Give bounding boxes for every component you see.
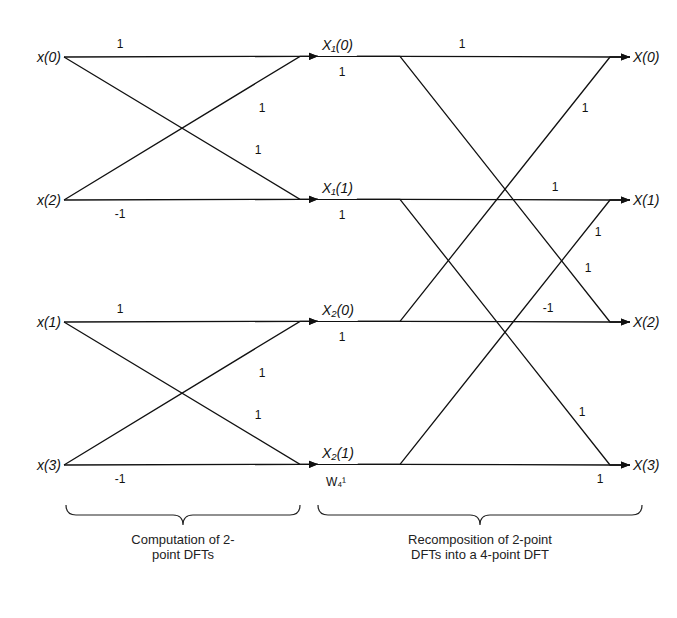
signal-label: x(1) xyxy=(37,314,61,330)
signal-label: X₂(0) xyxy=(322,302,354,318)
butterfly-branch xyxy=(64,464,318,466)
signal-label: x(0) xyxy=(37,49,61,65)
section-caption: Recomposition of 2-point DFTs into a 4-p… xyxy=(405,532,555,562)
branch-weight: 1 xyxy=(257,102,268,115)
intermediate-dft-value: X₂(0) xyxy=(318,302,358,322)
output-dft-value: X(3) xyxy=(630,457,662,473)
branch-weight: -1 xyxy=(113,473,128,486)
butterfly-branch xyxy=(64,321,318,323)
branch-weight: -1 xyxy=(113,208,128,221)
branch-weight: -1 xyxy=(541,302,556,315)
branch-weight: 1 xyxy=(595,473,606,486)
input-sample: x(0) xyxy=(34,49,64,65)
signal-label: X(0) xyxy=(633,49,659,65)
butterfly-branch xyxy=(358,464,630,466)
intermediate-dft-value: X₁(1) xyxy=(318,180,357,200)
butterfly-branch xyxy=(358,200,630,464)
branch-weight: 1 xyxy=(457,38,468,51)
butterfly-branch xyxy=(358,321,630,323)
input-sample: x(1) xyxy=(34,314,64,330)
butterfly-branch xyxy=(64,56,318,58)
intermediate-dft-value: X₁(0) xyxy=(318,37,357,57)
branch-weight: 1 xyxy=(577,406,588,419)
butterfly-branch xyxy=(64,57,318,199)
output-dft-value: X(0) xyxy=(630,49,662,65)
butterfly-branch xyxy=(64,322,318,464)
twiddle-factor: 1 xyxy=(337,209,348,222)
branch-weight: 1 xyxy=(580,102,591,115)
butterfly-branch xyxy=(64,56,318,200)
output-dft-value: X(2) xyxy=(630,314,662,330)
section-caption: Computation of 2-point DFTs xyxy=(123,532,243,562)
input-sample: x(3) xyxy=(34,457,64,473)
signal-label: X(3) xyxy=(633,457,659,473)
input-sample: x(2) xyxy=(34,192,64,208)
signal-label: x(2) xyxy=(37,192,61,208)
signal-label: X₁(1) xyxy=(322,180,353,196)
twiddle-factor: W₄¹ xyxy=(324,476,348,489)
signal-label: X₂(1) xyxy=(322,445,354,461)
signal-label: x(3) xyxy=(37,457,61,473)
branch-weight: 1 xyxy=(593,226,604,239)
butterfly-branch xyxy=(64,199,318,201)
twiddle-factor: 1 xyxy=(337,66,348,79)
branch-weight: 1 xyxy=(115,303,126,316)
output-dft-value: X(1) xyxy=(630,192,662,208)
grouping-brace xyxy=(66,505,642,525)
branch-weight: 1 xyxy=(115,38,126,51)
signal-label: X(2) xyxy=(633,314,659,330)
branch-weight: 1 xyxy=(253,144,264,157)
butterfly-branch xyxy=(357,56,630,322)
butterfly-branch xyxy=(358,57,630,321)
butterfly-branch xyxy=(357,199,630,465)
signal-label: X(1) xyxy=(633,192,659,208)
branch-weight: 1 xyxy=(253,409,264,422)
butterfly-branch xyxy=(64,321,318,465)
intermediate-dft-value: X₂(1) xyxy=(318,445,358,465)
grouping-brace xyxy=(318,505,642,525)
branch-weight: 1 xyxy=(583,262,594,275)
branch-weight: 1 xyxy=(257,367,268,380)
grouping-brace xyxy=(66,505,300,525)
signal-label: X₁(0) xyxy=(322,37,353,53)
twiddle-factor: 1 xyxy=(337,331,348,344)
branch-weight: 1 xyxy=(550,181,561,194)
